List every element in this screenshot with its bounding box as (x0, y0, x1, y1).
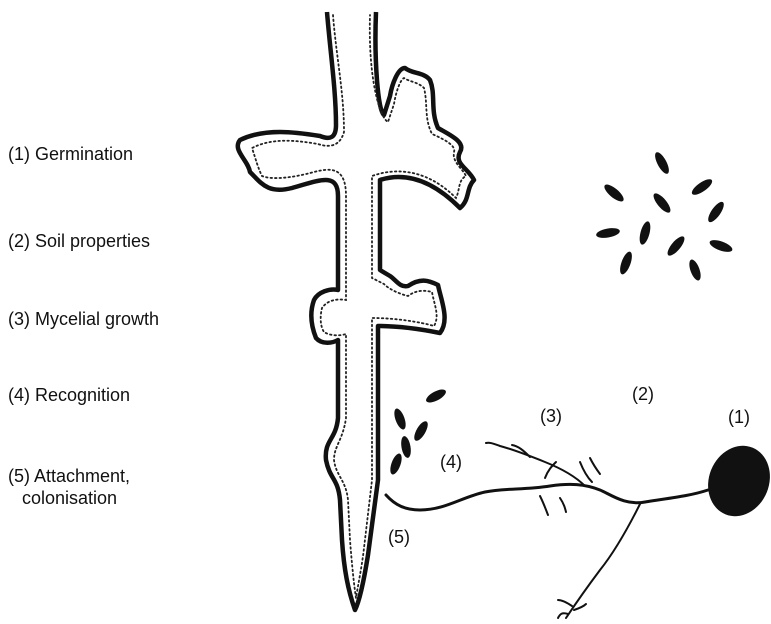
spore (690, 176, 715, 197)
spore-cluster (595, 150, 733, 282)
spore (651, 191, 673, 215)
hypha-twig (558, 600, 572, 606)
spore (705, 200, 726, 225)
label-attachment: (5) (388, 527, 410, 547)
label-mycelial-growth: (3) (540, 406, 562, 426)
spore (424, 387, 448, 405)
hypha-twig (560, 498, 566, 512)
label-germination: (1) (728, 407, 750, 427)
germinating-spore (698, 436, 771, 525)
main-hypha (386, 484, 708, 510)
spore (412, 419, 431, 443)
hypha-twig (540, 496, 548, 515)
spore (400, 435, 413, 458)
spore (388, 452, 404, 476)
spore (618, 250, 635, 276)
spore (392, 407, 408, 431)
hypha-twig (590, 458, 600, 474)
label-soil-properties: (2) (632, 384, 654, 404)
spore (638, 220, 653, 246)
spore (708, 238, 734, 255)
spore (665, 234, 687, 258)
recognition-spores (388, 387, 448, 476)
hypha-twig (580, 462, 592, 482)
plant-root (238, 12, 474, 610)
spore (602, 182, 626, 204)
spore (652, 150, 671, 175)
label-recognition: (4) (440, 452, 462, 472)
spore (595, 226, 620, 239)
spore (687, 258, 703, 282)
hypha-branch-lower (566, 504, 640, 618)
hypha-branch-upper (486, 443, 585, 486)
fungal-hyphae (386, 443, 708, 618)
